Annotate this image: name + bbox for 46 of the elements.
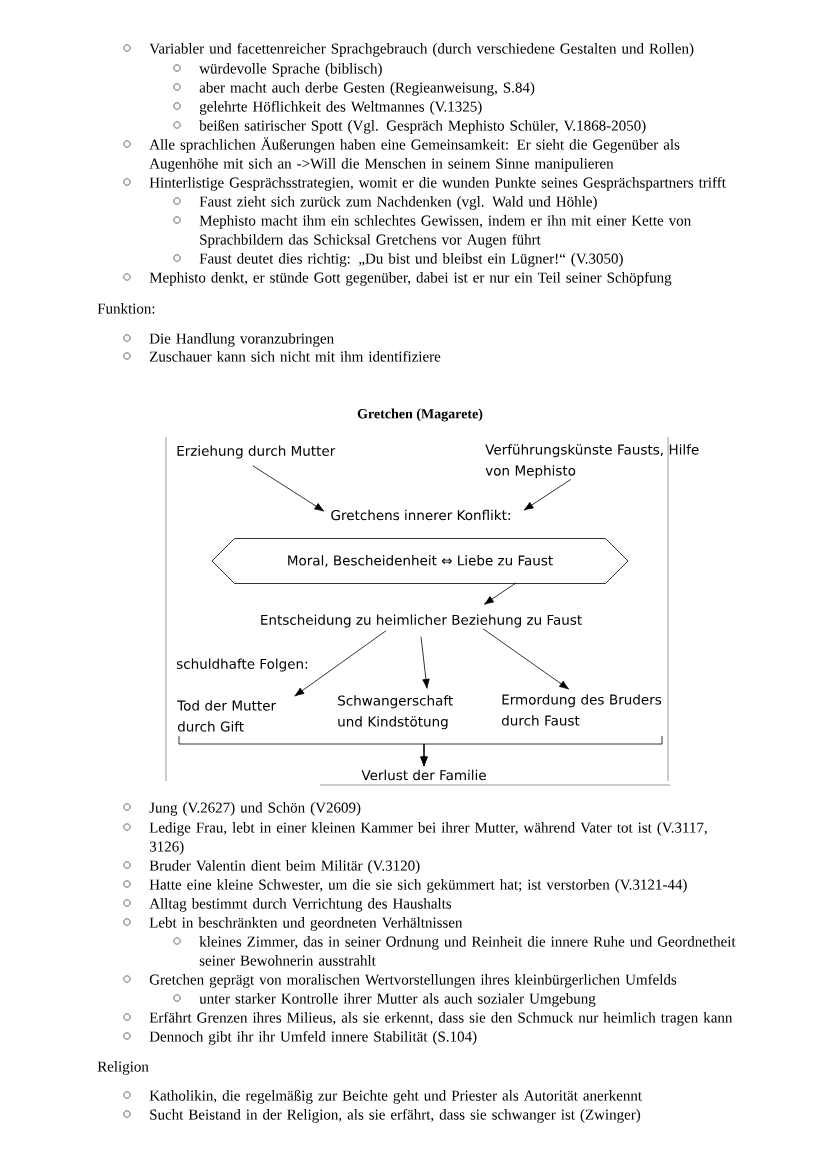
arrow: [482, 628, 569, 690]
bullet-item: Bruder Valentin dient beim Militär (V.3120): [149, 860, 420, 874]
arrow: [252, 465, 325, 512]
bullet-item: beißen satirischer Spott (Vgl. Gespräch Mephisto Schüler, V.1868-2050): [199, 119, 646, 134]
node-text: Erziehung durch Mutter: [177, 445, 336, 459]
arrow: [523, 479, 572, 511]
bullet-item: Erfährt Grenzen ihres Milieus, als sie erkennt, dass sie den Schmuck nur heimlich tragen kann: [149, 1011, 733, 1026]
bullet-item: aber macht auch derbe Gesten (Regieanweisung, S.84): [199, 82, 535, 96]
bullet-item: würdevolle Sprache (biblisch): [199, 63, 382, 77]
diagram-label: schuldhafte Folgen:: [176, 658, 308, 672]
bullet-item: Dennoch gibt ihr ihr Umfeld innere Stabilität (S.104): [149, 1030, 477, 1045]
bullet-item: kleines Zimmer, das in seiner Ordnung und Reinheit die innere Ruhe und Geordnetheit seiner Bewohnerin ausstrahlt: [199, 936, 736, 966]
node-text: Verführungskünste Fausts, Hilfe von Mephisto: [485, 444, 699, 479]
diagram-title: Gretchen (Magarete): [357, 408, 483, 422]
bullet-item: Sucht Beistand in der Religion, als sie erfährt, dass sie schwanger ist (Zwinger): [150, 1108, 641, 1123]
bullet-item: Zuschauer kann sich nicht mit ihm identifiziere: [149, 350, 441, 362]
bullet-item: Hatte eine kleine Schwester, um die sie sich gekümmert hat; ist verstorben (V.3121-44): [149, 879, 687, 893]
node-text: Tod der Mutter durch Gift: [177, 700, 277, 732]
bullet-item: Ledige Frau, lebt in einer kleinen Kammer bei ihrer Mutter, während Vater tot ist (V.3117, 3126): [149, 822, 707, 855]
node-text: Ermordung des Bruders durch Faust: [501, 694, 662, 726]
bullet-item: unter starker Kontrolle ihrer Mutter als auch sozialer Umgebung: [199, 993, 596, 1007]
bullet-item: Jung (V.2627) und Schön (V2609): [149, 802, 361, 816]
arrow: [484, 582, 517, 605]
node-text: Verlust der Familie: [361, 769, 486, 781]
hexagon-box: Moral, Bescheidenheit ⇔ Liebe zu Faust: [211, 538, 629, 584]
node-text: Gretchens innerer Konflikt:: [331, 509, 510, 521]
node-text: Schwangerschaft und Kindstötung: [338, 695, 453, 730]
bullet-item: Faust zieht sich zurück zum Nachdenken (vgl. Wald und Höhle): [199, 196, 597, 210]
arrow: [420, 636, 430, 689]
bullet-item: Faust deutet dies richtig: „Du bist und bleibst ein Lügner!“ (V.3050): [199, 253, 623, 267]
bullet-item: Variabler und facettenreicher Sprachgebrauch (durch verschiedene Gestalten und Rollen): [149, 42, 694, 57]
section-heading: Religion: [97, 1061, 149, 1075]
bracket-arrow: [178, 735, 663, 767]
bullet-item: Hinterlistige Gesprächsstrategien, womit er die wunden Punkte seines Gesprächspartners trifft: [149, 176, 726, 191]
bullet-item: Mephisto macht ihm ein schlechtes Gewissen, indem er ihn mit einer Kette von Sprachbildern das Schicksal Gretchens vor Augen führt: [199, 215, 691, 248]
bullet-item: Alltag bestimmt durch Verrichtung des Haushalts: [149, 898, 452, 912]
bullet-item: gelehrte Höflichkeit des Weltmannes (V.1325): [199, 100, 482, 115]
arrow: [294, 630, 387, 697]
bullet-item: Alle sprachlichen Äußerungen haben eine Gemeinsamkeit: Er sieht die Gegenüber als Augenhöhe mit sich an ->Will die Menschen in seinem Sinne manipulieren: [149, 137, 680, 172]
node-text: Entscheidung zu heimlicher Beziehung zu Faust: [261, 614, 582, 628]
bullet-item: Gretchen geprägt von moralischen Wertvorstellungen ihres kleinbürgerlichen Umfelds: [149, 973, 677, 988]
bullet-item: Lebt in beschränkten und geordneten Verhältnissen: [149, 917, 463, 931]
bullet-item: Mephisto denkt, er stünde Gott gegenüber, dabei ist er nur ein Teil seiner Schöpfung: [149, 271, 672, 286]
bullet-item: Die Handlung voranzubringen: [149, 333, 334, 347]
bullet-item: Katholikin, die regelmäßig zur Beichte geht und Priester als Autorität anerkennt: [149, 1089, 642, 1104]
section-heading: Funktion:: [97, 303, 155, 314]
